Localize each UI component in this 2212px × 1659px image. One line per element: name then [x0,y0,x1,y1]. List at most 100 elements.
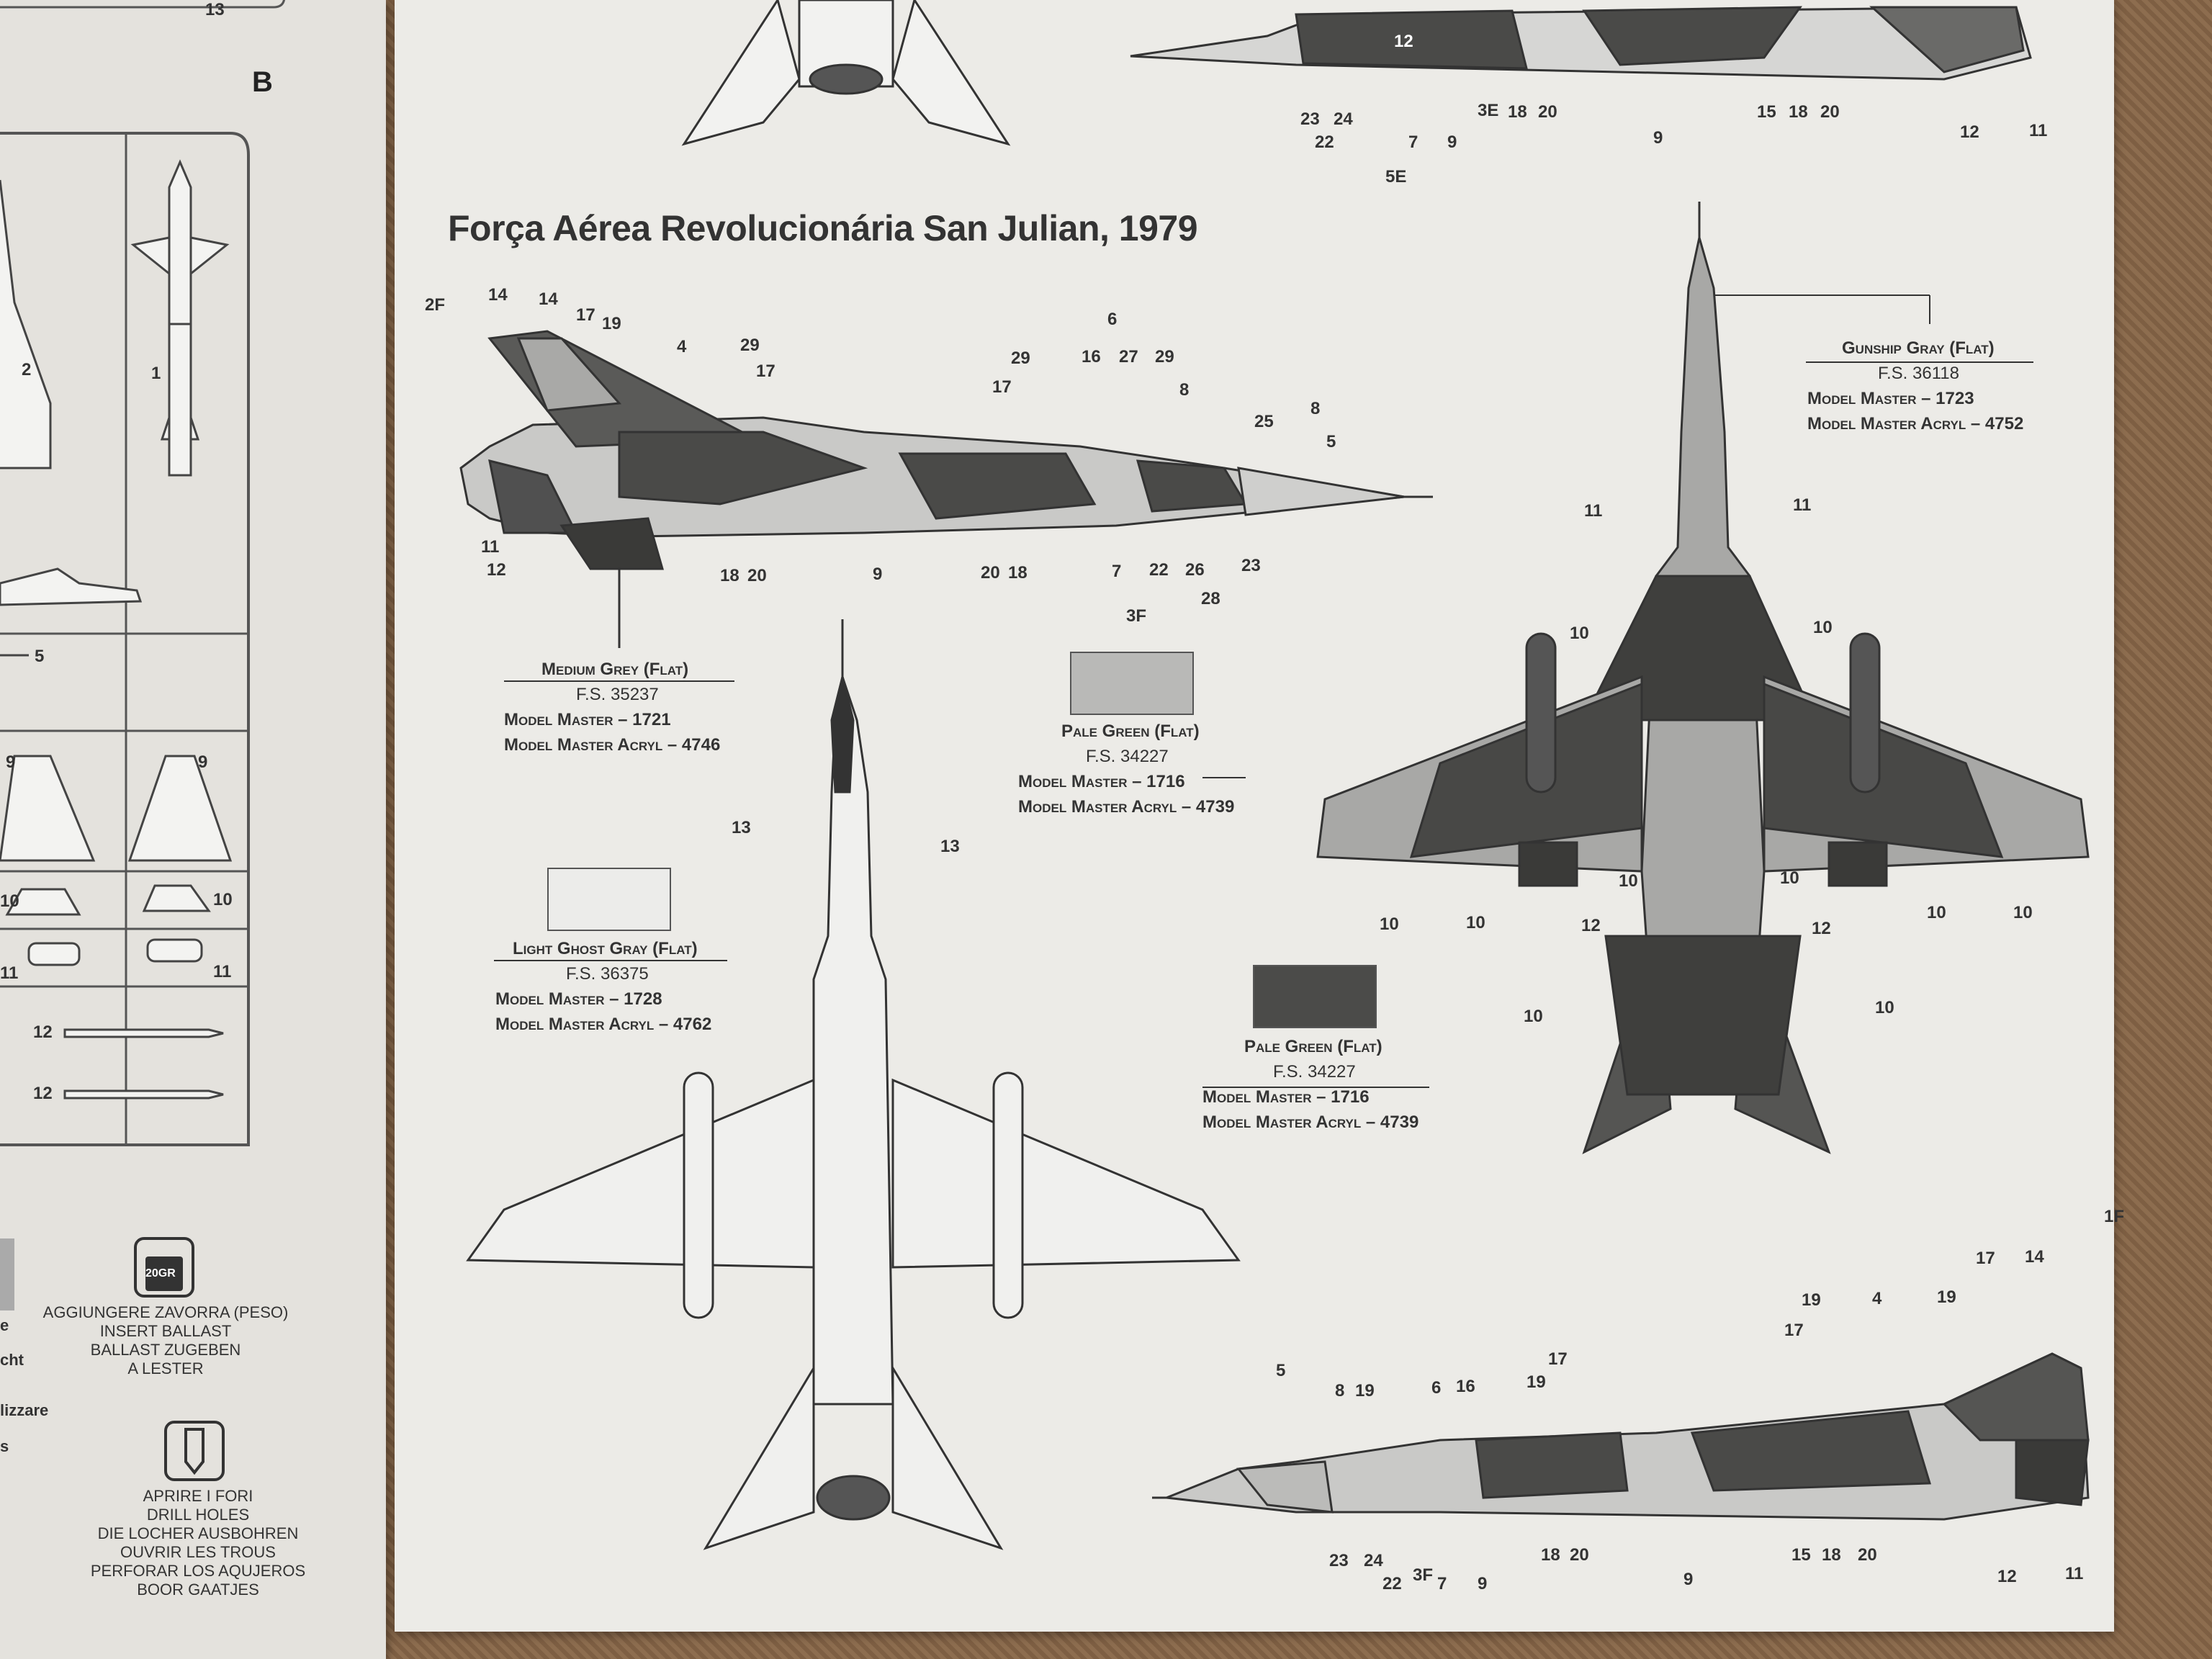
callout: 3F [1126,606,1147,626]
color-fs: F.S. 34227 [1273,1062,1356,1082]
cut-text: e [0,1316,9,1334]
instruction-line: A LESTER [127,1359,204,1377]
ballast-weight: 20GR [145,1267,176,1280]
callout: 18 [720,566,739,585]
sprue-page: B 1 2 5 9 9 10 10 11 11 12 12 13 20GR AG… [0,0,386,1659]
partial-side-view [1130,6,2032,81]
callout: 9 [1683,1570,1694,1589]
callout: 18 [1789,102,1808,122]
color-mma: Model Master Acryl – 4746 [504,735,721,755]
callout: 28 [1201,589,1220,608]
callout: 24 [1334,109,1353,129]
callout: 17 [1784,1321,1804,1340]
callout: 5 [1276,1361,1286,1380]
callout: 19 [1527,1372,1546,1392]
callout: 17 [576,305,595,325]
color-legend-medium-grey: Medium Grey (Flat) F.S. 35237 Model Mast… [504,657,720,757]
callout: 19 [602,314,621,333]
color-mm: Model Master – 1728 [495,989,662,1009]
color-legend-gunship-gray: Gunship Gray (Flat) F.S. 36118 Model Mas… [1807,336,2023,436]
callout: 12 [487,560,506,580]
bottom-view [1316,202,2090,1154]
instruction-line: BOOR GAATJES [137,1581,259,1599]
callout: 15 [1791,1545,1811,1565]
left-side-view [459,330,1433,648]
callout: 14 [2025,1247,2044,1267]
callout: 14 [488,285,508,305]
part-number: 11 [213,962,232,981]
callout: 9 [1653,128,1663,148]
callout: 10 [1927,903,1946,922]
instruction-line: OUVRIR LES TROUS [120,1543,276,1561]
callout: 16 [1082,347,1101,367]
callout: 10 [1813,618,1833,637]
callout: 17 [1548,1349,1568,1369]
color-fs: F.S. 36375 [566,964,649,984]
callout: 11 [1584,501,1603,521]
callout: 11 [2065,1564,2084,1583]
instruction-line: DRILL HOLES [146,1506,250,1524]
callout: 17 [1976,1249,1995,1268]
callout: 17 [756,361,775,381]
ballast-instruction: AGGIUNGERE ZAVORRA (PESO) INSERT BALLAST… [36,1303,295,1378]
callout: 12 [1812,919,1831,938]
color-swatch-pale-green-dark [1253,965,1377,1028]
callout: 8 [1335,1381,1345,1401]
color-name: Pale Green (Flat) [1244,1037,1382,1056]
leader-lines [494,295,2033,1088]
cut-text: s [0,1437,9,1455]
callout: 20 [981,563,1000,583]
callout: 23 [1329,1551,1349,1570]
part-number: 12 [33,1084,53,1103]
color-fs: F.S. 35237 [576,685,659,704]
callout: 10 [1524,1007,1543,1026]
callout: 23 [1241,556,1261,575]
color-name: Light Ghost Gray (Flat) [513,939,698,958]
callout: 27 [1119,347,1138,367]
callout: 4 [1872,1289,1882,1308]
instruction-line: AGGIUNGERE ZAVORRA (PESO) [42,1303,289,1321]
part-number: 9 [198,752,208,772]
callout: 10 [1466,913,1485,932]
callout: 7 [1408,132,1419,152]
color-mm: Model Master – 1716 [1018,772,1185,791]
callout: 17 [992,377,1012,397]
callout: 8 [1310,399,1321,418]
color-mm: Model Master – 1716 [1202,1087,1370,1107]
cut-text: cht [0,1351,24,1369]
part-number: 1 [151,364,161,383]
callout: 20 [1858,1545,1877,1565]
callout: 10 [1380,914,1399,934]
callout: 12 [1581,916,1601,935]
color-mm: Model Master – 1723 [1807,389,1974,408]
callout: 23 [1300,109,1320,129]
sprue-letter: B [252,66,273,98]
callout: 12 [1960,122,1979,142]
cut-text: lizzare [0,1401,49,1419]
instruction-line: APRIRE I FORI [143,1487,253,1505]
callout: 16 [1456,1377,1475,1396]
callout: 22 [1382,1574,1402,1593]
callout: 29 [740,336,760,355]
color-mma: Model Master Acryl – 4752 [1807,414,2024,433]
callout: 18 [1508,102,1527,122]
part-number: 2 [22,360,32,379]
instruction-line: INSERT BALLAST [99,1322,232,1340]
callout: 8 [1179,380,1190,400]
color-swatch-light-ghost-gray [547,868,671,931]
part-number: 13 [205,0,225,19]
callout: 10 [1875,998,1894,1017]
callout: 5 [1326,432,1336,451]
callout: 20 [1538,102,1557,122]
callout: 20 [1820,102,1840,122]
callout: 11 [2029,121,2048,140]
color-name: Medium Grey (Flat) [541,660,689,679]
callout: 22 [1315,132,1334,152]
color-name: Pale Green (Flat) [1061,721,1200,741]
callout: 18 [1541,1545,1560,1565]
callout: 13 [940,837,960,856]
callout: 6 [1107,310,1118,329]
callout: 18 [1822,1545,1841,1565]
color-legend-light-ghost-gray: Light Ghost Gray (Flat) F.S. 36375 Model… [495,936,711,1037]
callout: 19 [1355,1381,1375,1401]
